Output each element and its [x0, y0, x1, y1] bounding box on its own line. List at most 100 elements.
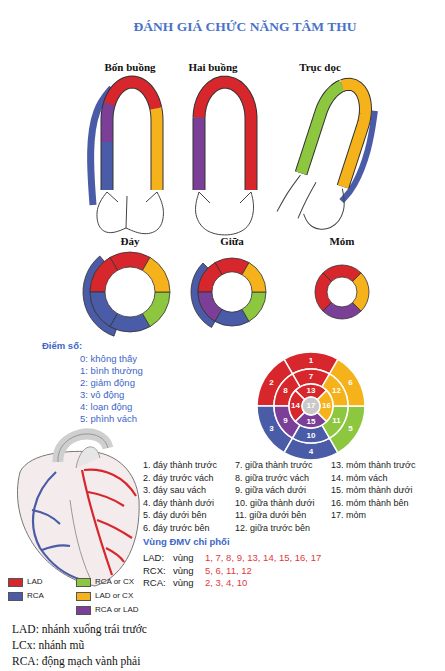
segment-name: 9. giữa vách dưới [235, 486, 306, 495]
wall-segment [194, 117, 205, 190]
legend-text: LAD [27, 578, 43, 586]
artery-abbrev: RCX: [143, 566, 166, 576]
callout-number: 11 [332, 417, 340, 425]
callout-number: 17 [307, 402, 316, 410]
segment-name: 5. đáy dưới bên [143, 511, 206, 520]
segment-name: 17. mỏm [331, 511, 366, 520]
callout-number: 12 [332, 387, 341, 395]
valve-leaflet [199, 192, 210, 203]
legend-swatch [8, 592, 23, 601]
atrium-outline [196, 192, 254, 235]
wall-outline [156, 108, 157, 190]
score-item: 0: không thấy [80, 354, 137, 364]
legend-swatch [76, 578, 91, 587]
pulmonary-trunk [76, 447, 100, 468]
view-label: Giữa [220, 236, 244, 247]
artery-branch [88, 492, 124, 506]
four-chamber-view [91, 82, 164, 234]
callout-number: 8 [283, 387, 287, 395]
wall-segment [301, 82, 342, 177]
page-title: ĐÁNH GIÁ CHỨC NĂNG TÂM THU [134, 20, 357, 34]
valve-leaflet [240, 192, 251, 203]
legend-swatch [8, 578, 23, 587]
segment-name: 14. mỏm vách [331, 474, 388, 483]
segment-name: 15. mỏm thành dưới [331, 486, 412, 495]
segment-name: 2. đáy trước vách [143, 474, 213, 483]
legend-text: RCA [27, 592, 44, 600]
wall-outline [193, 117, 206, 190]
septum-line [126, 196, 127, 228]
right-ventricle-wall [91, 88, 112, 205]
score-item: 1: bình thường [80, 366, 143, 376]
segment-name: 1. đáy thành trước [143, 461, 217, 470]
short-axis-view [315, 265, 369, 319]
callout-number: 5 [348, 425, 352, 433]
artery-abbrev: RCA: [143, 578, 166, 588]
segment-name: 3. đáy sau vách [143, 486, 206, 495]
segment-name: 4. đáy thành dưới [143, 499, 214, 508]
wall-segment [107, 104, 109, 142]
segment-name: 16. mỏm thành bên [331, 499, 409, 508]
wall-segment [198, 263, 222, 292]
segment-name: 6. đáy trước bên [143, 524, 209, 533]
atrium-outline [126, 192, 163, 234]
wall-segment [199, 82, 251, 190]
wall-outline [301, 82, 342, 177]
callout-number: 2 [269, 379, 273, 387]
section-heading: Vùng ĐMV chi phối [143, 537, 230, 547]
score-item: 3: vô động [80, 390, 124, 400]
artery-branch [82, 470, 112, 575]
view-label: Trục dọc [299, 62, 341, 73]
view-label: Bốn buồng [104, 62, 155, 73]
artery-abbrev: LAD: [143, 553, 164, 563]
heart-illustration [17, 434, 139, 586]
artery-branch [42, 545, 70, 550]
callout-number: 10 [307, 432, 316, 440]
score-heading: Điểm số: [42, 341, 82, 351]
segment-name: 8. giữa trước vách [235, 474, 309, 483]
callout-number: 4 [309, 448, 313, 456]
segment-name: 12. giữa trước bên [235, 524, 310, 533]
wall-segment [353, 273, 369, 311]
segment-name: 13. mỏm thành trước [331, 461, 415, 470]
legend-text: LAD or CX [95, 592, 133, 600]
view-label: Mỏm [329, 236, 354, 247]
callout-number: 6 [348, 379, 352, 387]
vein-line [70, 500, 90, 578]
view-label: Đáy [121, 236, 140, 247]
artery-branch [106, 548, 124, 562]
score-item: 5: phình vách [80, 414, 137, 424]
atrium-outline [301, 180, 350, 235]
callout-number: 7 [309, 373, 313, 381]
segment-list: 1, 7, 8, 9, 13, 14, 15, 16, 17 [205, 553, 321, 563]
artery-branch [32, 510, 60, 524]
bullseye-plot [257, 352, 365, 460]
callout-number: 14 [291, 402, 300, 410]
wall-segment [143, 257, 171, 292]
wall-segment [242, 292, 266, 321]
heart-body [17, 451, 139, 586]
wall-outline [109, 82, 155, 108]
segment-name: 7. giữa thành trước [235, 461, 313, 470]
legend-swatch [76, 592, 91, 601]
wall-outline [101, 142, 114, 190]
zone-word: vùng [173, 553, 194, 563]
short-axis-view [191, 258, 266, 328]
score-item: 2: giảm động [80, 378, 135, 388]
two-chamber-view [196, 82, 254, 235]
legend-text: RCA or CX [95, 578, 134, 586]
wall-segment [143, 292, 171, 327]
zone-word: vùng [173, 578, 194, 588]
abbreviation-note: LCx: nhánh mũ [12, 640, 84, 652]
callout-number: 3 [269, 425, 273, 433]
valve-leaflet [146, 192, 157, 202]
zone-word: vùng [173, 566, 194, 576]
callout-number: 15 [307, 418, 316, 426]
long-axis-view [276, 75, 386, 236]
callout-number: 1 [309, 357, 313, 365]
wall-segment [102, 142, 113, 190]
legend-swatch [76, 606, 91, 615]
callout-number: 16 [322, 402, 331, 410]
valve-leaflet [107, 192, 118, 202]
